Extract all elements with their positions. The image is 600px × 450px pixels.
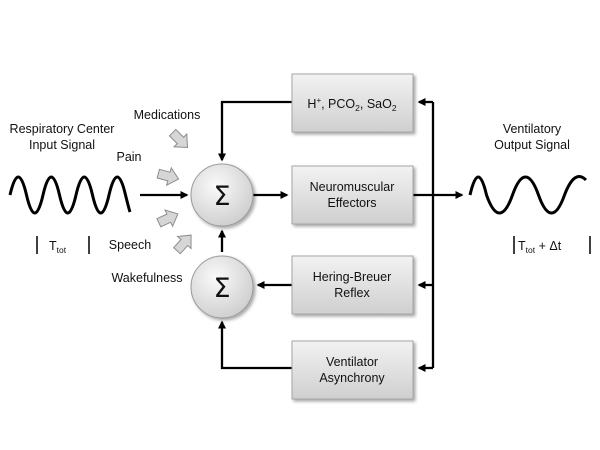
chemo-to-sum-arrow (218, 100, 292, 162)
asynchrony-label-line-2: Asynchrony (319, 371, 385, 385)
hering-breuer-reflex-block: Hering-Breuer Reflex (291, 255, 414, 315)
reflex-label-line-2: Reflex (334, 286, 370, 300)
speech-arrow-icon (156, 209, 179, 228)
output-title-line-1: Ventilatory (503, 122, 562, 136)
ventilator-asynchrony-block: Ventilator Asynchrony (291, 340, 414, 400)
effectors-label-line-1: Neuromuscular (310, 180, 395, 194)
pain-arrow-icon (156, 166, 180, 187)
summing-junction-upper: Σ (190, 163, 254, 227)
effectors-label-line-2: Effectors (327, 196, 376, 210)
pain-label: Pain (116, 150, 141, 164)
asynchrony-label-line-1: Ventilator (326, 355, 378, 369)
input-title-line-2: Input Signal (29, 138, 95, 152)
wakefulness-label: Wakefulness (111, 271, 182, 285)
input-period-label: Ttot (49, 239, 67, 255)
reflex-label-line-1: Hering-Breuer (313, 270, 392, 284)
sigma-symbol-lower: Σ (213, 273, 230, 304)
asynchrony-to-lower-sum-arrow (218, 320, 292, 370)
chemoreceptor-block: H+, PCO2, SaO2 (291, 73, 414, 133)
neuromuscular-effectors-block: Neuromuscular Effectors (291, 165, 414, 225)
speech-label: Speech (109, 238, 151, 252)
chemoreceptor-label: H+, PCO2, SaO2 (307, 96, 396, 113)
summing-junction-lower: Σ (190, 255, 254, 319)
output-period-label: Ttot + Δt (518, 239, 562, 255)
medications-arrow-icon (168, 128, 189, 149)
input-title-line-1: Respiratory Center (10, 122, 115, 136)
medications-label: Medications (134, 108, 201, 122)
output-title-line-2: Output Signal (494, 138, 570, 152)
sigma-symbol-upper: Σ (213, 181, 230, 212)
input-signal-wave (8, 175, 132, 215)
wakefulness-arrow-icon (172, 234, 192, 255)
output-signal-wave (468, 175, 588, 215)
